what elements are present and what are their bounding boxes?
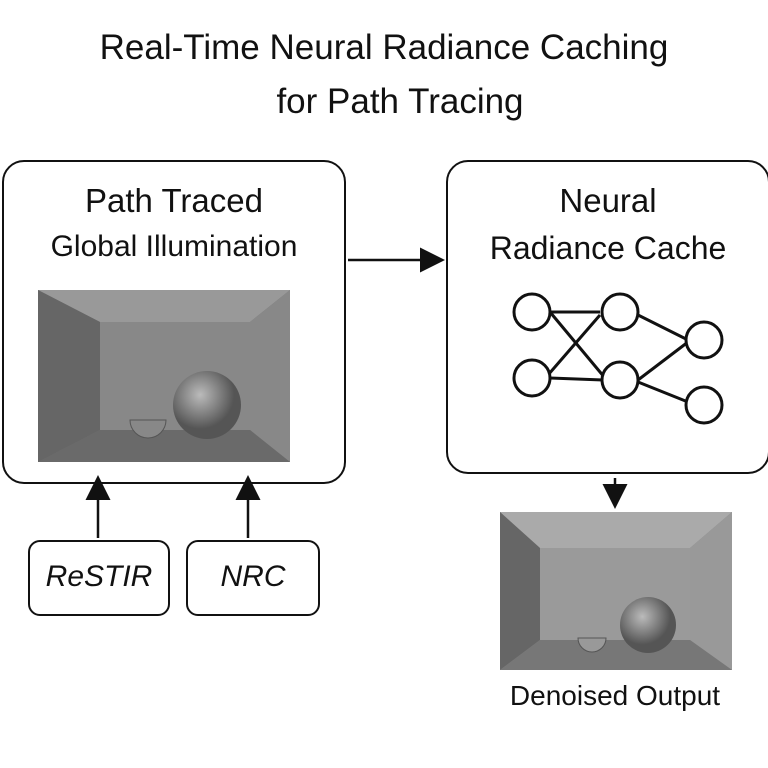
neural-network-icon — [512, 292, 724, 425]
nrc-label: NRC — [220, 560, 286, 593]
arrows — [85, 247, 628, 538]
path-traced-render-image — [38, 290, 290, 462]
restir-label: ReSTIR — [45, 560, 153, 593]
path-traced-label: Path Traced — [85, 182, 263, 219]
denoised-output-label: Denoised Output — [509, 680, 721, 711]
title-line-2: for Path Tracing — [276, 82, 524, 121]
nrc-box — [186, 540, 320, 616]
radiance-cache-label: Radiance Cache — [489, 230, 727, 266]
global-illumination-label: Global Illumination — [50, 230, 298, 263]
denoised-output-image — [500, 512, 732, 670]
restir-box — [28, 540, 170, 616]
title-line-1: Real-Time Neural Radiance Caching — [99, 28, 669, 67]
neural-label: Neural — [559, 182, 657, 219]
